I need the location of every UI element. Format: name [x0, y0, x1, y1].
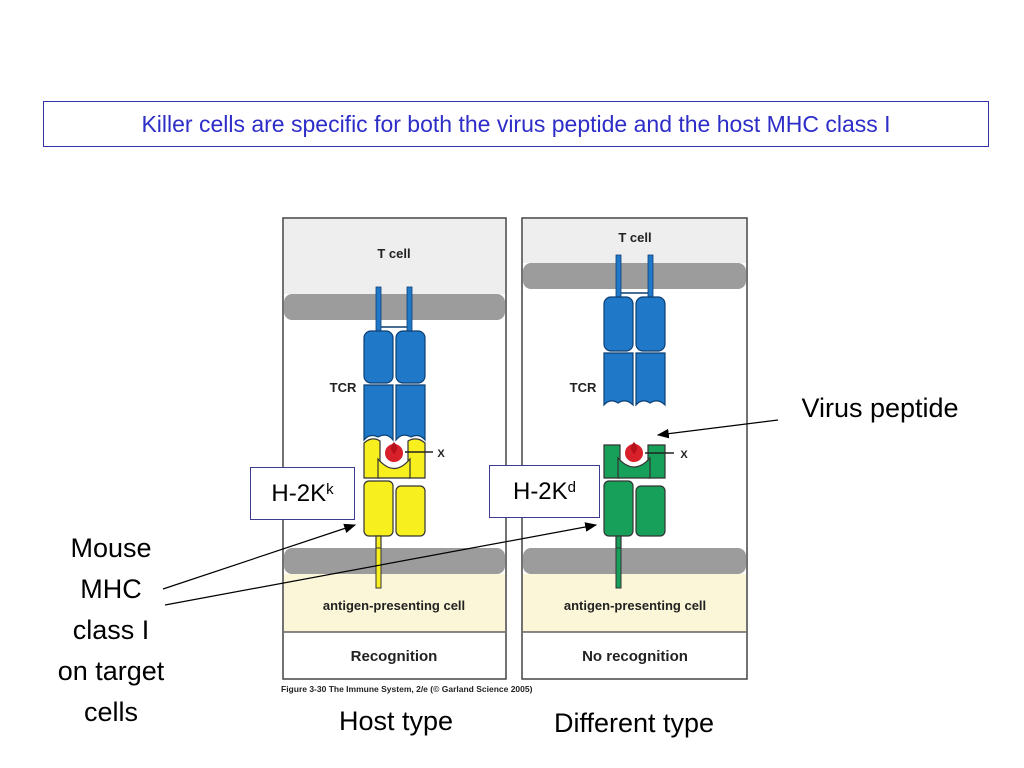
peptide-right-x: X — [680, 449, 688, 461]
outcome-right: No recognition — [582, 648, 688, 665]
peptide-left: X — [383, 442, 445, 464]
tcell-left-membrane — [284, 294, 505, 320]
tcr-right-label: TCR — [570, 380, 597, 395]
tcr-left-label: TCR — [330, 380, 357, 395]
peptide-right: X — [623, 442, 688, 464]
apc-left-body — [284, 574, 505, 632]
peptide-left-x: X — [437, 448, 445, 460]
tcell-right-body — [523, 219, 746, 263]
virus-peptide-label: Virus peptide — [801, 393, 959, 423]
tcell-left-body — [284, 219, 505, 294]
panel-right: T cell TCR X antigen-pre — [521, 217, 748, 680]
slide-title: Killer cells are specific for both the v… — [141, 110, 891, 137]
tcr-right — [603, 296, 666, 407]
virus-peptide-pointer — [656, 419, 779, 439]
apc-right-label: antigen-presenting cell — [564, 598, 706, 613]
apc-left-membrane — [284, 548, 505, 574]
mhc-host-pointer — [162, 523, 357, 590]
tcell-left-label: T cell — [377, 246, 410, 261]
apc-right-body — [523, 574, 746, 632]
figure-caption: Figure 3-30 The Immune System, 2/e (© Ga… — [281, 684, 533, 694]
different-type-label: Different type — [553, 708, 715, 738]
apc-left-label: antigen-presenting cell — [323, 598, 465, 613]
tcr-left — [363, 330, 426, 442]
outcome-left: Recognition — [351, 648, 438, 665]
tcell-right-label: T cell — [618, 230, 651, 245]
mouse-mhc-label: Mouse MHC class I on target cells — [57, 533, 165, 727]
host-type-label: Host type — [338, 706, 454, 736]
apc-right-membrane — [523, 548, 746, 574]
mhc-diff-pointer — [164, 522, 598, 606]
panel-left: T cell TCR X — [282, 217, 507, 680]
title-box: Killer cells are specific for both the v… — [43, 101, 989, 147]
tcell-right-membrane — [523, 263, 746, 289]
